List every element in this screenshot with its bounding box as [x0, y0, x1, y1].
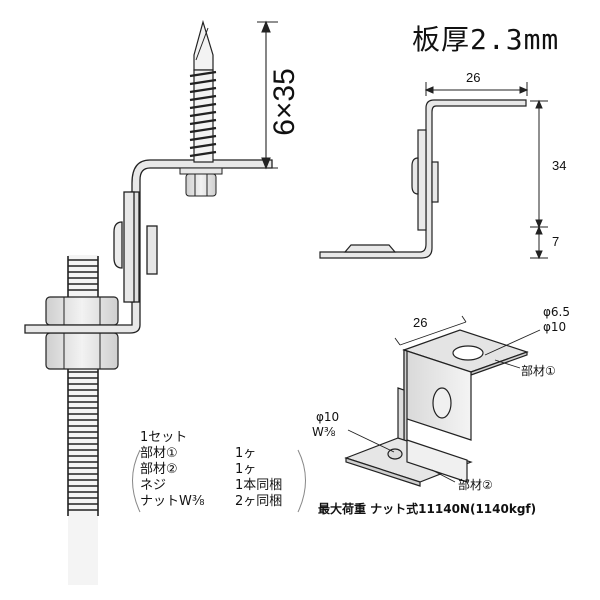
self-drilling-screw	[179, 19, 223, 197]
hex-nut-upper	[45, 296, 119, 326]
set-header: 1セット	[140, 430, 282, 446]
set-contents-list: 1セット 部材① 1ヶ 部材② 1ヶ ネジ 1本同梱 ナットW⅜ 2ヶ同梱	[140, 430, 282, 510]
side-height-label: 34	[552, 158, 567, 173]
set-item-qty: 2ヶ同梱	[235, 494, 283, 509]
set-item: 部材① 1ヶ	[140, 446, 282, 462]
iso-view-bracket	[344, 329, 529, 487]
set-item-name: ネジ	[140, 478, 167, 493]
set-item-name: 部材②	[140, 462, 178, 477]
iso-width-label: 26	[413, 315, 428, 330]
iso-view-leaders	[347, 315, 541, 483]
set-item: 部材② 1ヶ	[140, 462, 282, 478]
part1-label: 部材①	[521, 364, 556, 378]
hole-top-label-1: φ6.5	[543, 305, 570, 319]
part2-label: 部材②	[458, 478, 493, 492]
hole-top-label-2: φ10	[543, 320, 567, 334]
set-list-brackets	[132, 449, 306, 513]
bracket-assembly	[24, 159, 273, 334]
side-lower-label: 7	[552, 234, 560, 249]
set-item-qty: 1ヶ	[235, 462, 257, 477]
hex-nut-lower	[45, 332, 119, 370]
set-header-text: 1セット	[140, 430, 188, 445]
plate-thickness-title: 板厚2.3mm	[412, 23, 560, 56]
set-item-qty: 1ヶ	[235, 446, 257, 461]
set-item-qty: 1本同梱	[235, 478, 283, 493]
max-load-text: 最大荷重 ナット式11140N(1140kgf)	[318, 502, 537, 516]
side-width-label: 26	[466, 70, 481, 85]
set-item: ナットW⅜ 2ヶ同梱	[140, 494, 282, 510]
side-view-bracket	[319, 99, 527, 259]
set-item-name: ナットW⅜	[140, 494, 205, 509]
hole-bottom-label-1: φ10	[316, 410, 340, 424]
screw-dimension-label: 6×35	[262, 45, 302, 155]
side-view-dimensions	[424, 82, 548, 260]
screw-size-text: 6×35	[268, 68, 301, 136]
screw-dimension-line	[257, 20, 278, 170]
hole-bottom-label-2: W⅜	[312, 425, 336, 439]
set-item: ネジ 1本同梱	[140, 478, 282, 494]
set-item-name: 部材①	[140, 446, 178, 461]
